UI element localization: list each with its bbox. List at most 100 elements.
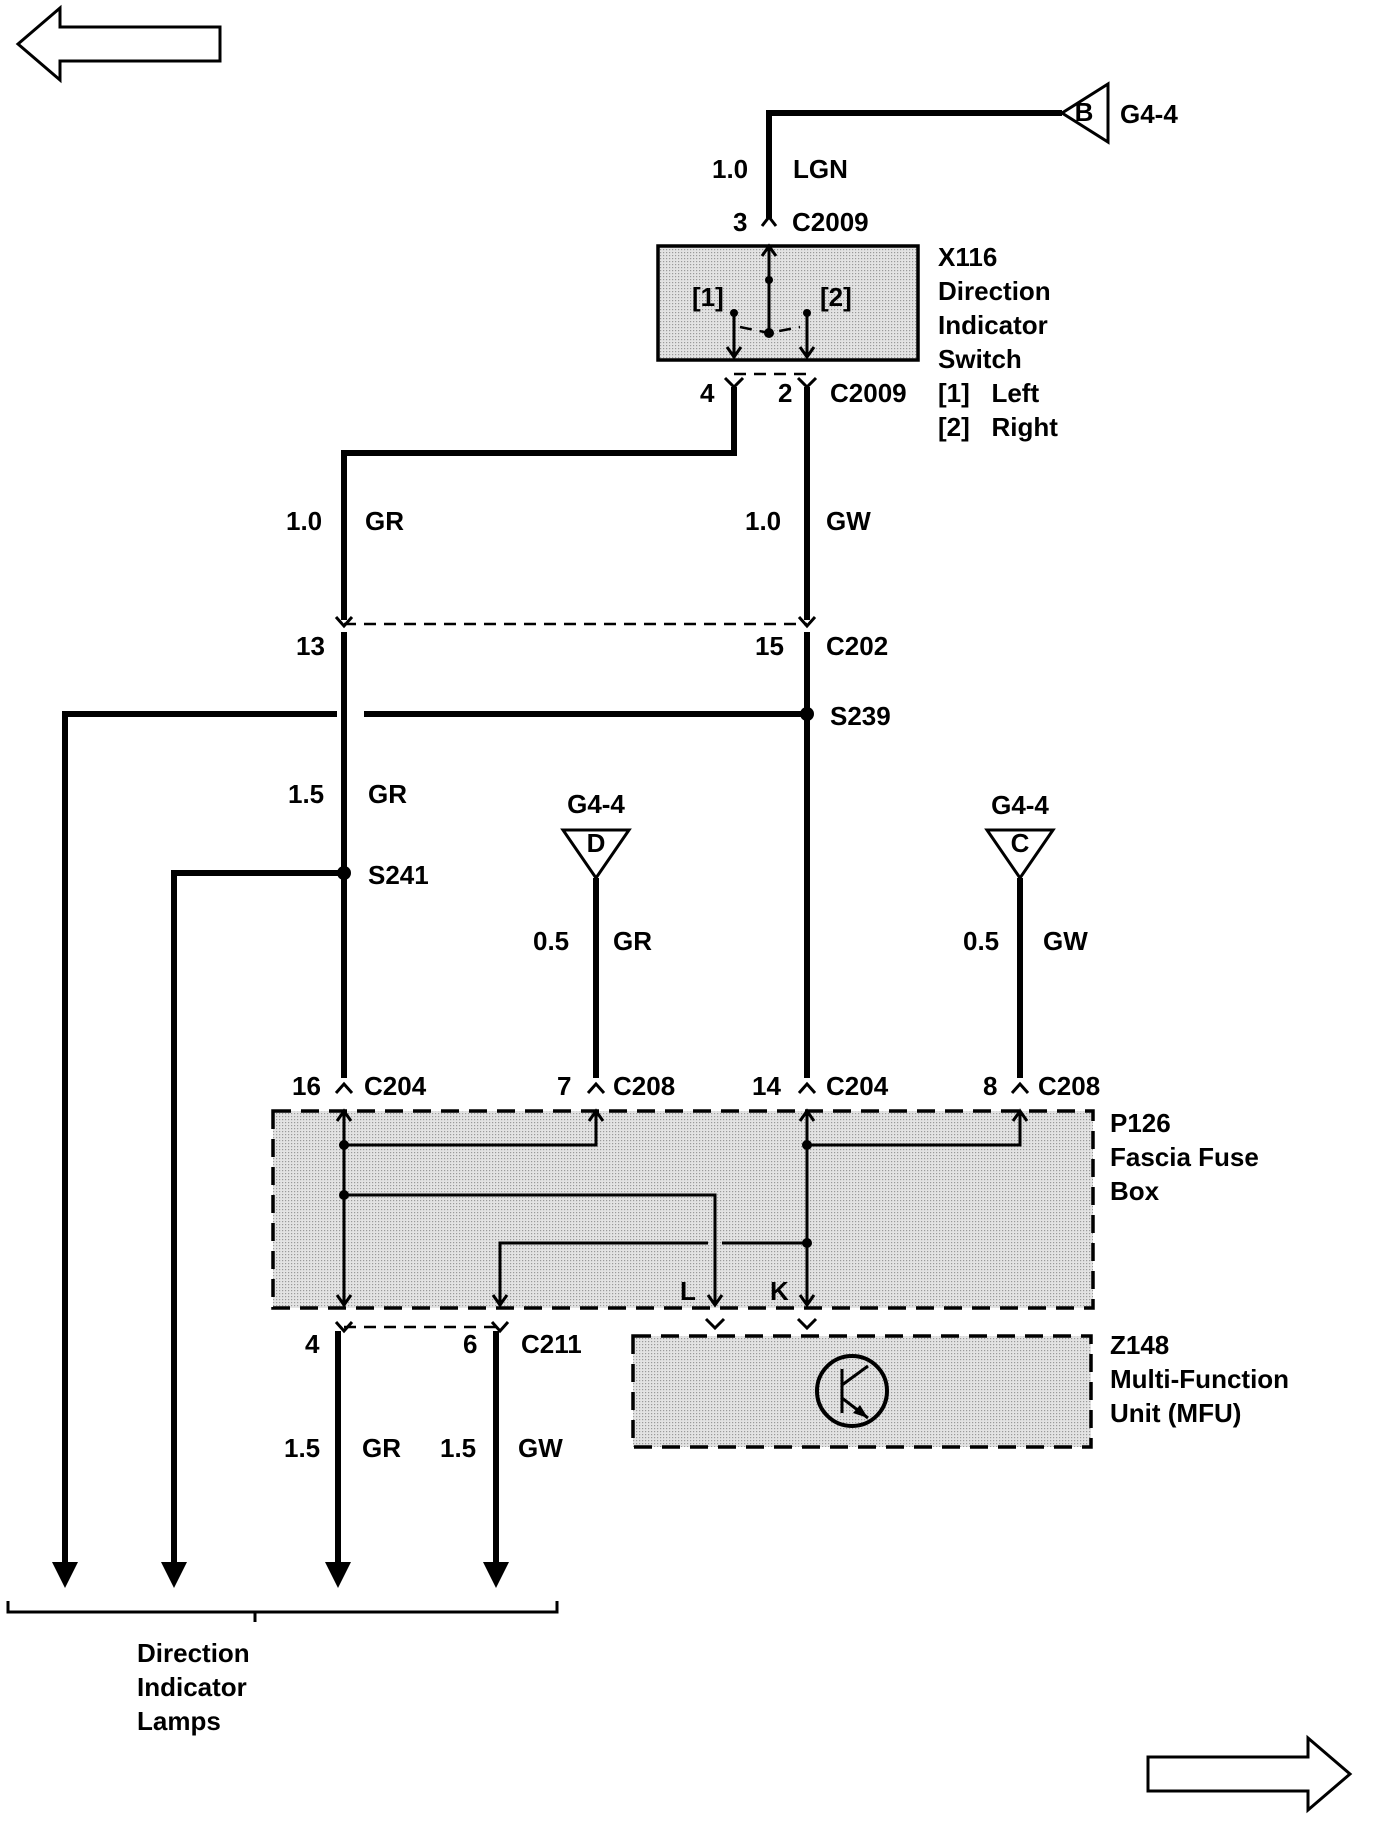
wire-gr-1-color: GR [365,506,404,536]
mfu-k-terminal [796,1317,818,1331]
c2009-pin2-terminal [796,376,818,390]
fuse-internal-gr-arrow-down [335,1294,353,1308]
wire-gw-1-size: 1.0 [745,506,781,536]
fuse-internal-to-c211-pin6 [498,1241,807,1305]
wire-gw-3-color: GW [1043,926,1088,956]
wire-gw-4-size: 1.5 [440,1433,476,1463]
wire-gr-2-color: GR [368,779,407,809]
switch-contact-right-dot [803,309,811,317]
fuse-internal-l-arrow [706,1294,724,1308]
c204-a-label: C204 [364,1071,427,1101]
fuse-internal-dot-3 [802,1140,812,1150]
c204-pin14-number: 14 [752,1071,781,1101]
c208-b-label: C208 [1038,1071,1100,1101]
fuse-box-name-line2: Box [1110,1176,1160,1206]
fuse-term-l: L [680,1276,696,1306]
wire-s239-branch-b [62,711,337,1575]
wire-lgn-size: 1.0 [712,154,748,184]
c208-pin8-terminal [1010,1081,1030,1094]
ground-d-letter: D [587,828,606,858]
c204-pin16-number: 16 [292,1071,321,1101]
c2009-pin2-number: 2 [778,378,792,408]
switch-name-line2: Indicator [938,310,1048,340]
c2009-pin3-number: 3 [733,207,747,237]
fuse-internal-to-pin7 [344,1111,598,1147]
switch-upper-dot [765,276,773,284]
splice-s239-label: S239 [830,701,891,731]
mfu-transistor-icon [815,1354,889,1428]
switch-contact1-label: [1] [692,282,724,312]
c208-a-label: C208 [613,1071,675,1101]
mfu-ref: Z148 [1110,1330,1169,1360]
mfu-transistor-emitter-arrow [853,1405,868,1418]
fuse-internal-pin7-arrow [587,1108,605,1122]
ground-d-label: G4-4 [567,789,625,819]
c211-label: C211 [521,1329,582,1359]
fuse-internal-gw-arrow-up [798,1108,816,1122]
fuse-internal-to-l [344,1193,717,1305]
multi-function-unit-box [631,1334,1093,1449]
fuse-internal-to-pin8 [807,1111,1022,1147]
switch-legend-left: [1] Left [938,378,1039,408]
wire-gr-3-size: 0.5 [533,926,569,956]
fuse-box-ref: P126 [1110,1108,1171,1138]
c2009-bottom-label: C2009 [830,378,907,408]
direction-indicator-switch-box [656,244,920,362]
mfu-l-terminal [704,1317,726,1331]
wire-gr-4-color: GR [362,1433,401,1463]
c204-b-label: C204 [826,1071,889,1101]
switch-contact-left-dot [730,309,738,317]
fuse-internal-gw-arrow-down [798,1294,816,1308]
switch-name-line1: Direction [938,276,1051,306]
c202-pin15-number: 15 [755,631,784,661]
ground-d-icon [560,828,632,881]
wire-gr-4-size: 1.5 [284,1433,320,1463]
ground-b-letter: B [1075,97,1094,127]
wire-gr-1 [341,387,737,620]
c211-pin6-number: 6 [463,1329,477,1359]
c202-pin13-terminal [334,616,354,629]
switch-lever-dashed [739,325,801,335]
lamp-arrow-1-icon [52,1562,78,1588]
c2009-pin4-number: 4 [700,378,715,408]
ground-c-icon [984,828,1056,881]
mfu-name-line1: Multi-Function [1110,1364,1289,1394]
c202-pin15-terminal [797,616,817,629]
c204-pin16-terminal [334,1081,354,1094]
ground-c-letter: C [1011,828,1030,858]
lamp-arrow-4-icon [483,1562,509,1588]
fuse-internal-pin6-arrow [491,1294,509,1308]
next-page-arrow-icon[interactable] [1146,1734,1353,1814]
fuse-internal-dot-4 [802,1238,812,1248]
switch-ref: X116 [938,242,997,272]
ground-c-label: G4-4 [991,790,1049,820]
wire-gr-1-size: 1.0 [286,506,322,536]
c208-pin7-number: 7 [557,1071,571,1101]
splice-s239-dot [800,707,814,721]
splice-s241-dot [337,866,351,880]
ground-b-label: G4-4 [1120,99,1178,129]
previous-page-arrow-icon[interactable] [15,4,222,84]
lamps-label-line3: Lamps [137,1706,221,1736]
switch-contact-right-arrow [798,346,816,360]
lamps-bracket [6,1601,559,1622]
c211-pin4-number: 4 [305,1329,320,1359]
c202-pin13-number: 13 [296,631,325,661]
ground-b-icon [1059,81,1110,145]
switch-legend-right: [2] Right [938,412,1058,442]
wire-s241-branch [171,870,344,1575]
fuse-box-name-line1: Fascia Fuse [1110,1142,1259,1172]
c211-pin4-terminal [334,1321,354,1334]
splice-s241-label: S241 [368,860,429,890]
wire-gw-4-color: GW [518,1433,563,1463]
lamps-label-line2: Indicator [137,1672,247,1702]
mfu-name-line2: Unit (MFU) [1110,1398,1241,1428]
switch-contact-left-arrow [725,346,743,360]
switch-name-line3: Switch [938,344,1022,374]
wire-lgn [766,110,1062,218]
fuse-internal-pin8-arrow [1011,1108,1029,1122]
wire-gw-3-size: 0.5 [963,926,999,956]
fuse-internal-dot-2 [339,1190,349,1200]
c202-label: C202 [826,631,888,661]
